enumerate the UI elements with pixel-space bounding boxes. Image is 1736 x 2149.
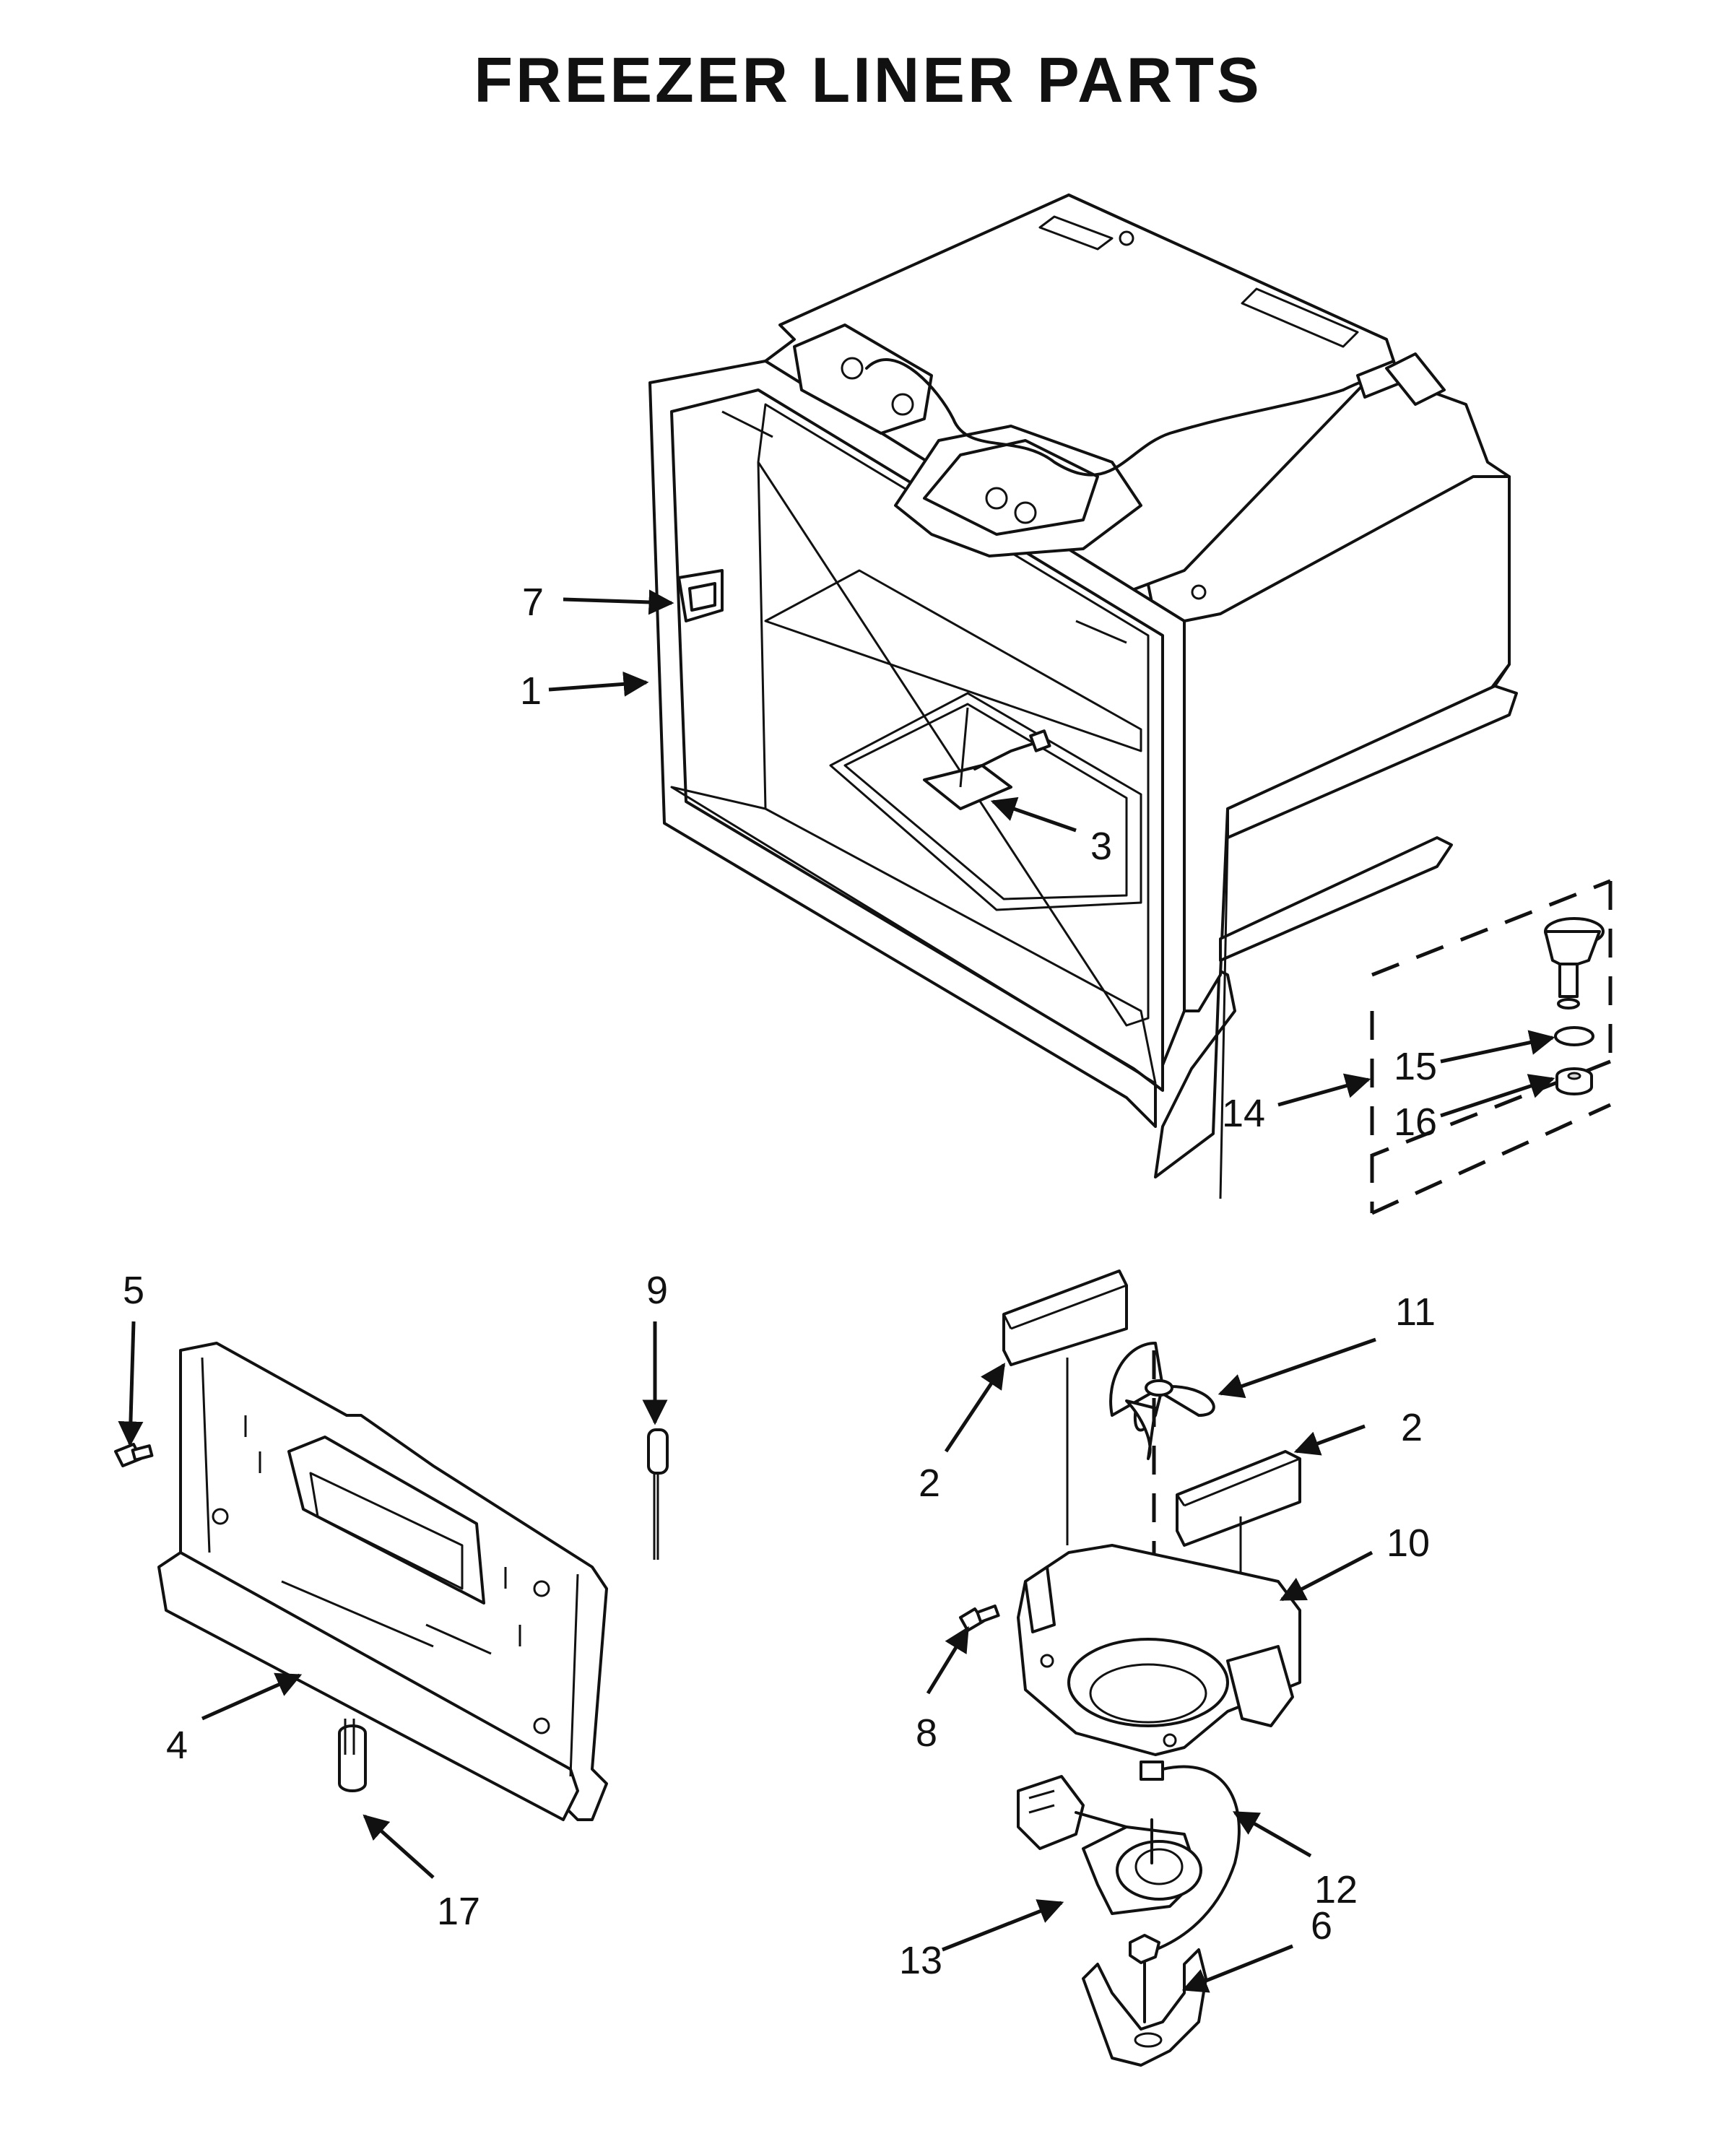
part-17-clip[interactable]: [338, 1719, 367, 1792]
part-14-drain-assembly[interactable]: [1370, 879, 1613, 1215]
part-4-evaporator-cover[interactable]: [157, 1342, 608, 1821]
part-11-fan-blade[interactable]: [1109, 1342, 1215, 1460]
diagram-title: FREEZER LINER PARTS: [474, 44, 1262, 116]
callout-4: 4: [166, 1724, 188, 1767]
part-9-thermistor[interactable]: [647, 1428, 669, 1560]
part-5-screw[interactable]: [114, 1443, 154, 1467]
part-2-foam-tape-upper[interactable]: [1002, 1269, 1128, 1366]
callout-16: 16: [1394, 1100, 1437, 1144]
callout-9: 9: [646, 1269, 668, 1312]
part-8-screw[interactable]: [959, 1604, 1000, 1632]
leader-arrows: [118, 589, 1555, 1993]
callout-13: 13: [899, 1939, 942, 1982]
part-7-door-switch[interactable]: [677, 569, 724, 622]
callout-3: 3: [1090, 825, 1112, 868]
part-15-o-ring[interactable]: [1554, 1026, 1594, 1046]
callout-15: 15: [1394, 1045, 1437, 1088]
callout-14: 14: [1222, 1092, 1265, 1135]
part-13-fan-motor[interactable]: [1017, 1775, 1202, 1915]
part-12-wire-harness[interactable]: [1140, 1761, 1241, 1951]
part-1-freezer-liner[interactable]: [648, 194, 1518, 1199]
part-10-fan-shroud[interactable]: [1017, 1544, 1301, 1756]
callout-2-lower: 2: [1401, 1406, 1423, 1449]
part-3-drain-heater[interactable]: [923, 707, 1051, 810]
callout-5: 5: [123, 1269, 144, 1312]
callout-12: 12: [1314, 1868, 1358, 1911]
part-6-motor-bracket[interactable]: [1082, 1934, 1207, 2067]
callout-1: 1: [520, 669, 542, 713]
callout-8: 8: [916, 1711, 937, 1755]
callout-11: 11: [1395, 1290, 1436, 1334]
callout-17: 17: [437, 1890, 480, 1933]
callout-6: 6: [1311, 1904, 1332, 1948]
callout-7: 7: [522, 581, 544, 624]
callout-labels: 7 1 3 14 15 16 5 9 4 17 2 11 2 10 8 12 1…: [123, 581, 1437, 1982]
callout-10: 10: [1386, 1521, 1430, 1565]
callout-2-upper: 2: [919, 1462, 940, 1505]
part-16-drain-cap[interactable]: [1555, 1067, 1593, 1095]
part-2-foam-tape-lower[interactable]: [1176, 1450, 1301, 1547]
